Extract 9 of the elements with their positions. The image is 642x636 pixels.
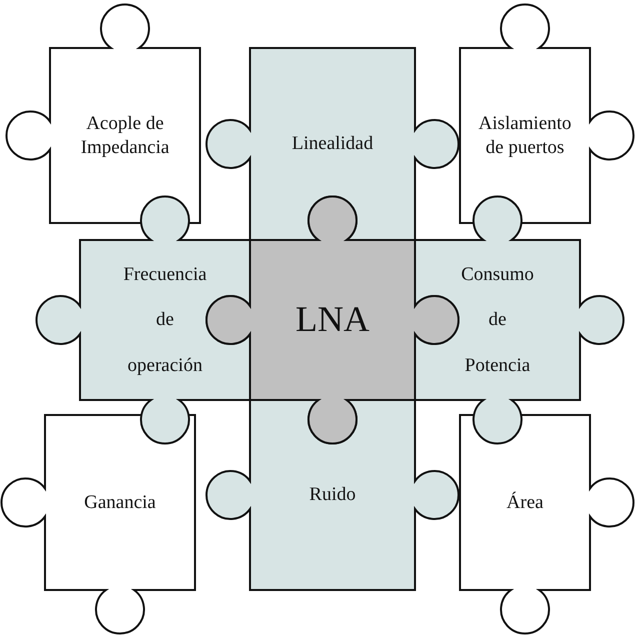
piece-label: Ruido (309, 483, 356, 507)
piece-label: Frecuencia de operación (123, 262, 207, 378)
piece-label: Acople de Impedancia (80, 112, 170, 160)
piece-label: LNA (296, 298, 370, 342)
piece-label: Consumo de Potencia (461, 262, 534, 378)
piece-label: Linealidad (292, 132, 374, 156)
piece-label: Área (506, 490, 544, 514)
piece-label: Ganancia (84, 490, 156, 514)
piece-label: Aislamiento de puertos (478, 112, 572, 160)
